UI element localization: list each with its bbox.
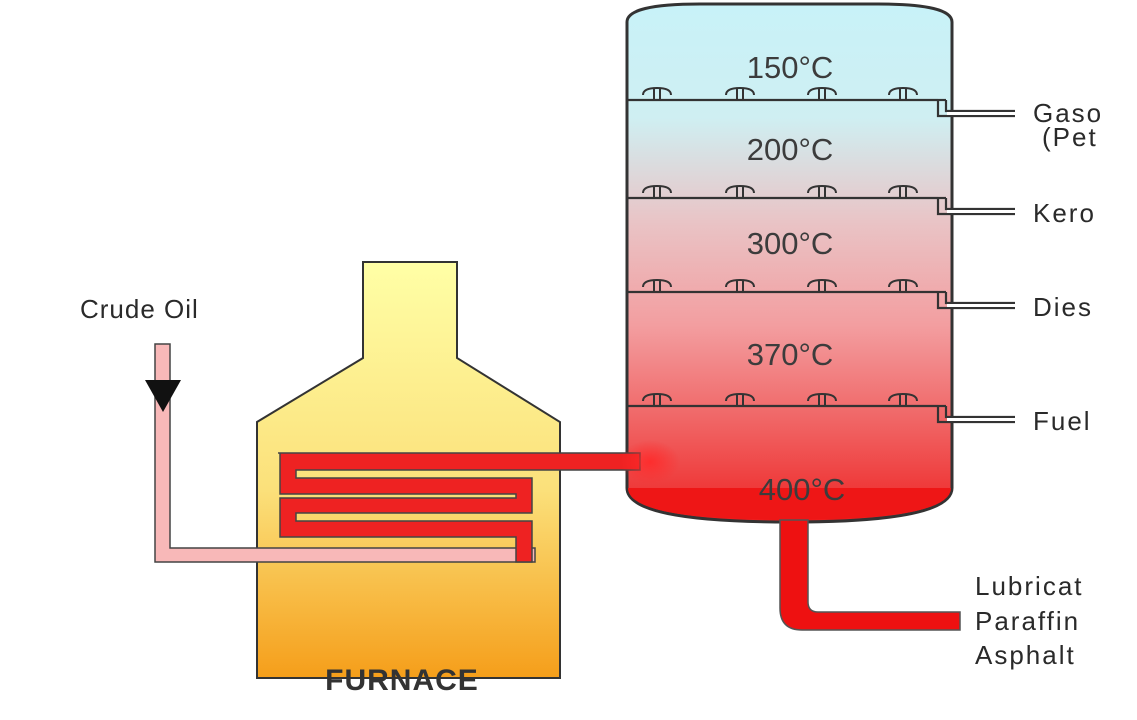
bubble-cap-icon: [642, 86, 672, 100]
furnace-label: FURNACE: [325, 664, 479, 697]
bubble-cap-icon: [725, 184, 755, 198]
tray-4: [628, 392, 938, 408]
side-draw-pipes: [936, 98, 1015, 424]
draw-pipe-kerosene: [936, 196, 1015, 216]
draw-pipe-gasoline: [936, 98, 1015, 118]
crude-oil-feed-pipe: [154, 343, 536, 563]
feed-inlet-hotspot: [620, 440, 680, 484]
bubble-cap-icon: [888, 86, 918, 100]
temperature-label-4: 370°C: [747, 337, 834, 372]
draw-pipe-infill: [947, 112, 1015, 421]
bubble-cap-icon: [642, 278, 672, 292]
bubble-cap-icon: [807, 278, 837, 292]
residue-pipe: [779, 519, 961, 631]
bubble-cap-icon: [725, 86, 755, 100]
output-label-residue-line1: Lubricat: [975, 571, 1084, 601]
output-label-gasoline-line2: (Pet: [1042, 122, 1098, 152]
bubble-cap-icon: [888, 184, 918, 198]
output-label-residue-line2: Paraffin: [975, 606, 1080, 636]
temperature-label-2: 200°C: [747, 132, 834, 167]
output-labels: Gaso (Pet Kero Dies Fuel Lubricat Paraff…: [975, 98, 1103, 670]
temperature-label-1: 150°C: [747, 50, 834, 85]
bubble-cap-icon: [725, 278, 755, 292]
output-label-kerosene: Kero: [1033, 198, 1096, 228]
tray-3: [628, 278, 938, 294]
crude-oil-label: Crude Oil: [80, 294, 199, 324]
tower-bottom-liquid: [628, 488, 951, 520]
output-label-diesel: Dies: [1033, 292, 1093, 322]
bubble-cap-icon: [888, 392, 918, 406]
draw-pipe-fuel: [936, 404, 1015, 424]
bubble-cap-icon: [888, 278, 918, 292]
temperature-label-5: 400°C: [759, 472, 846, 507]
output-label-gasoline-line1: Gaso: [1033, 98, 1103, 128]
temperature-label-3: 300°C: [747, 226, 834, 261]
bubble-cap-icon: [725, 392, 755, 406]
heating-coil: [278, 452, 641, 563]
tray-1: [628, 86, 938, 102]
distillation-tower: [625, 2, 954, 524]
tower-body: [625, 2, 954, 524]
tray-2: [628, 184, 938, 200]
bubble-cap-icon: [642, 184, 672, 198]
flow-arrow-icon: [145, 380, 181, 412]
bubble-cap-icon: [807, 184, 837, 198]
draw-pipe-diesel: [936, 290, 1015, 310]
output-label-residue-line3: Asphalt: [975, 640, 1076, 670]
bubble-cap-icon: [642, 392, 672, 406]
output-label-fuel: Fuel: [1033, 406, 1092, 436]
bubble-cap-icon: [807, 86, 837, 100]
bubble-cap-icon: [807, 392, 837, 406]
